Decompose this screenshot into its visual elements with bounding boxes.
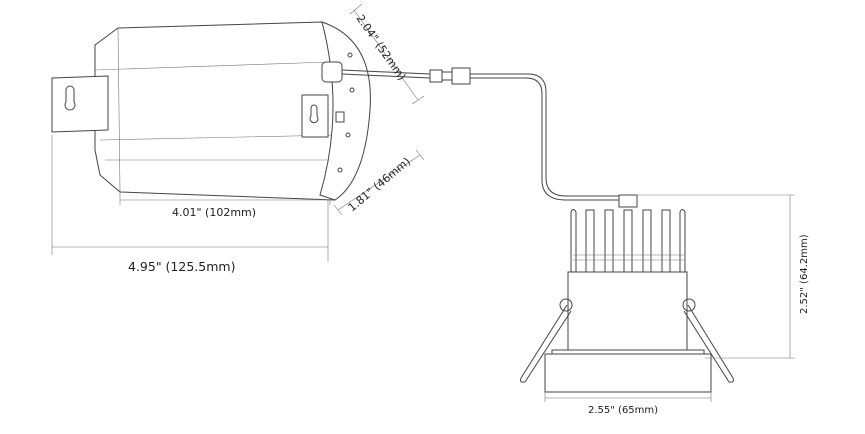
- trim: [544, 353, 712, 393]
- dimension-lines: [51, 3, 795, 402]
- connector-left: [429, 69, 443, 83]
- spring-clip-left: [520, 304, 572, 383]
- connector-right: [451, 67, 471, 85]
- dim-light-width: 2.55" (65mm): [588, 405, 658, 416]
- dim-driver-body-length: 4.01" (102mm): [172, 206, 256, 219]
- cable-clamp: [618, 194, 638, 208]
- cable-gland: [321, 61, 343, 83]
- trim-ring: [551, 349, 705, 355]
- spring-clip-right: [683, 304, 734, 383]
- end-bracket: [301, 94, 329, 138]
- cable: [341, 67, 622, 201]
- keyhole-slot: [64, 85, 76, 111]
- heatsink-fins: [570, 209, 686, 272]
- housing: [567, 271, 688, 353]
- switch: [335, 111, 345, 123]
- mounting-bracket: [51, 75, 109, 133]
- driver-unit: [51, 21, 371, 201]
- dim-driver-overall-length: 4.95" (125.5mm): [128, 259, 235, 274]
- downlight: [520, 194, 734, 393]
- dim-light-height: 2.52" (64.2mm): [799, 234, 810, 314]
